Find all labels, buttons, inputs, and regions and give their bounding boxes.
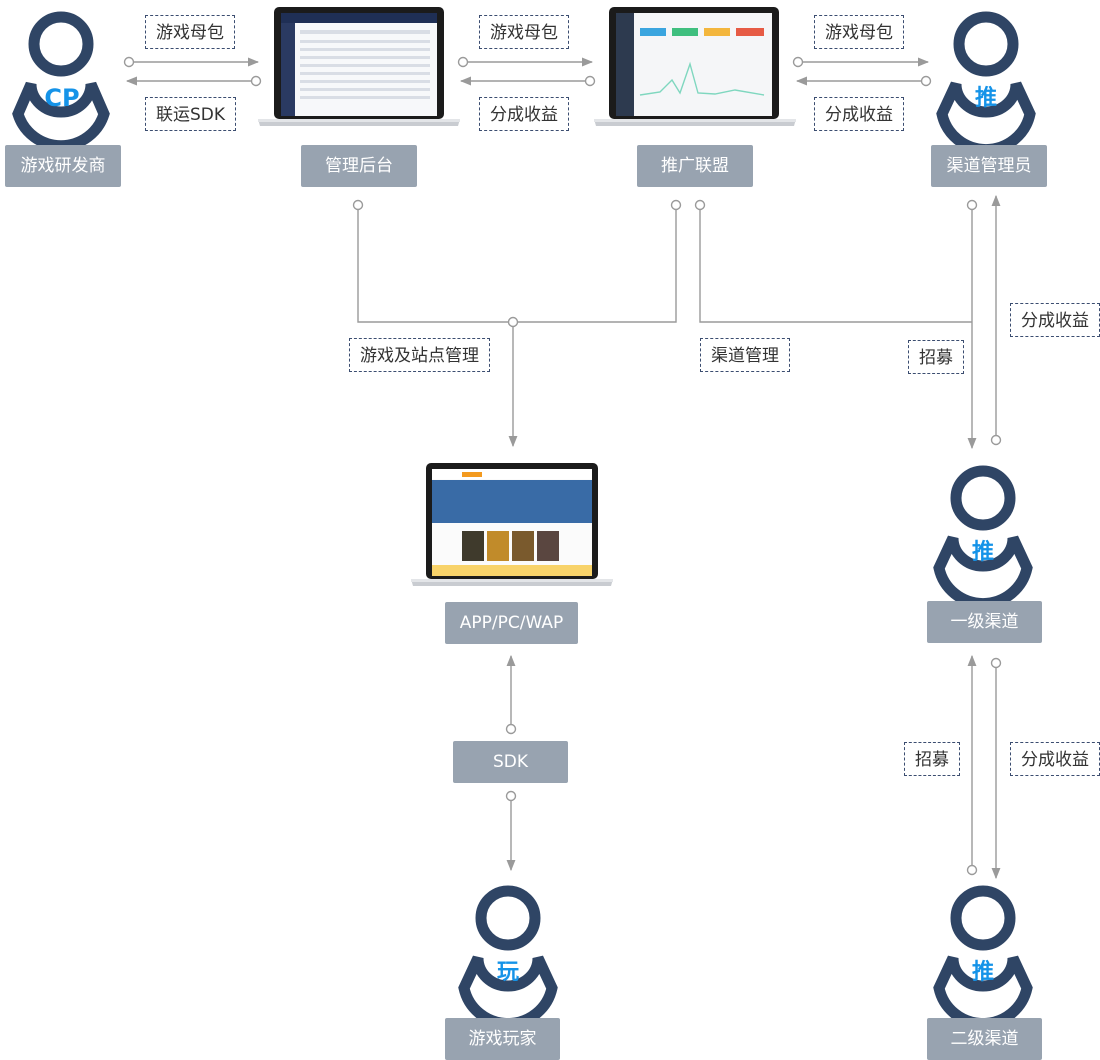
tag-recruit-2: 招募 <box>904 742 960 776</box>
channel-admin-badge: 推 <box>974 86 997 111</box>
tag-share-2: 分成收益 <box>1010 742 1100 776</box>
union-laptop <box>594 7 796 126</box>
level2-label: 二级渠道 <box>927 1018 1042 1060</box>
admin-laptop <box>258 7 460 126</box>
tag-admin-to-cp: 联运SDK <box>145 97 237 131</box>
tag-cp-to-admin: 游戏母包 <box>145 15 235 49</box>
player-person-icon <box>458 885 558 1030</box>
cp-label: 游戏研发商 <box>5 145 121 187</box>
tag-recruit-1: 招募 <box>908 340 964 374</box>
level1-person-icon <box>933 465 1033 610</box>
tag-union-to-channel: 游戏母包 <box>814 15 904 49</box>
tag-site-mgmt: 游戏及站点管理 <box>349 338 490 372</box>
platform-laptop <box>411 463 613 586</box>
level2-person-icon <box>933 885 1033 1030</box>
player-badge: 玩 <box>496 960 519 985</box>
tag-channel-mgmt: 渠道管理 <box>700 338 790 372</box>
tag-channel-to-union: 分成收益 <box>814 97 904 131</box>
level1-label: 一级渠道 <box>927 601 1042 643</box>
sdk-label: SDK <box>453 741 568 783</box>
cp-badge: CP <box>44 84 80 112</box>
level1-badge: 推 <box>971 540 994 565</box>
union-label: 推广联盟 <box>637 145 753 187</box>
player-label: 游戏玩家 <box>445 1018 560 1060</box>
level2-badge: 推 <box>971 960 994 985</box>
connector-channel-mgmt <box>699 209 972 323</box>
tag-admin-to-union: 游戏母包 <box>479 15 569 49</box>
connector-admin-union <box>357 209 677 323</box>
channel-admin-label: 渠道管理员 <box>931 145 1047 187</box>
tag-share-1: 分成收益 <box>1010 303 1100 337</box>
cp-person-icon <box>12 11 110 152</box>
platform-label: APP/PC/WAP <box>445 602 578 644</box>
tag-union-to-admin: 分成收益 <box>479 97 569 131</box>
channel-admin-person-icon <box>936 11 1036 156</box>
admin-label: 管理后台 <box>301 145 417 187</box>
